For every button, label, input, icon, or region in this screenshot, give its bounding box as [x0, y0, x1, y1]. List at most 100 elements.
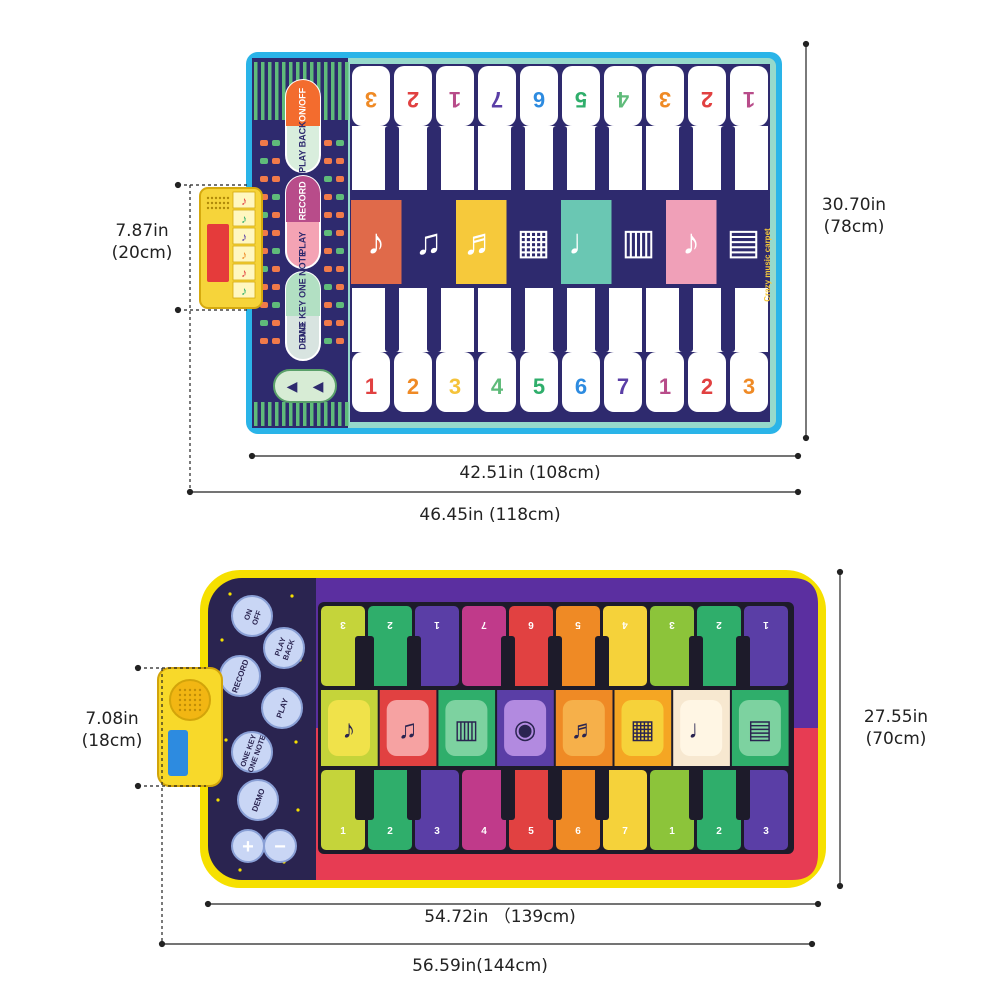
mat1-top-key-label: 4: [616, 87, 629, 112]
grille-hole: [178, 693, 182, 697]
star: [296, 808, 300, 812]
mat1-top-key: [688, 66, 726, 126]
mat1-bottom-key: [352, 352, 390, 412]
mat2-top-key-label: 5: [575, 619, 581, 630]
light-dot: [272, 320, 280, 326]
mat2-button-label: ON: [242, 608, 254, 622]
mat1-key-stem: [604, 288, 642, 352]
star: [220, 638, 224, 642]
light-dot: [324, 140, 332, 146]
mat2-bottom-key: [744, 770, 788, 850]
stripe: [338, 62, 342, 120]
mat2-black-key: [595, 636, 609, 692]
mat2-bottom-key: [556, 770, 600, 850]
mat1-height-label: 30.70in (78cm): [821, 195, 887, 237]
mat2-bottom-key-label: 2: [716, 826, 722, 837]
light-dot: [272, 158, 280, 164]
grille-hole: [214, 196, 218, 200]
light-dot: [336, 194, 344, 200]
mat1-key-stem: [688, 288, 726, 352]
stripe: [261, 402, 265, 426]
light-dot: [272, 302, 280, 308]
mat1-bottom-key: [478, 352, 516, 412]
mat2-bottom-key: [462, 770, 506, 850]
grille-hole: [214, 206, 218, 210]
mat1-top-key: [646, 66, 684, 126]
mat1-top-key: [520, 66, 558, 126]
mat2-instrument-bg: [738, 700, 781, 756]
mat1-black-key: [679, 282, 693, 352]
mat1-instrument-tile: [561, 200, 612, 284]
stripe: [268, 402, 272, 426]
grille-hole: [218, 196, 222, 200]
light-dot: [324, 320, 332, 326]
mat2-bottom-key: [509, 770, 553, 850]
mat2-instrument-bg: [680, 700, 723, 756]
mat1-key-stem: [352, 288, 390, 352]
grille-hole: [193, 703, 197, 707]
grille-hole: [198, 703, 202, 707]
mat1-bottom-key-label: 5: [533, 374, 545, 399]
mat1-key-stem: [478, 288, 516, 352]
mat2-dimension-lines: [134, 568, 844, 948]
note-button: [232, 263, 256, 281]
grille-hole: [206, 206, 210, 210]
mat1-key-stem: [520, 288, 558, 352]
mat1-black-key: [595, 126, 609, 196]
light-dot: [336, 230, 344, 236]
mat2-black-key: [355, 764, 369, 820]
light-dot: [336, 248, 344, 254]
stripe: [254, 62, 258, 120]
light-dot: [336, 158, 344, 164]
mat1-black-key: [385, 282, 399, 352]
mat1-bottom-key: [520, 352, 558, 412]
mat2-top-key-label: 1: [434, 619, 440, 630]
music-note-icon: ♪: [241, 266, 247, 280]
note-button: [232, 245, 256, 263]
volume-up-icon: ◀: [313, 378, 324, 394]
mat1-key-stem: [520, 126, 558, 190]
mat1-button-label: RECORD: [297, 181, 307, 221]
grille-hole: [226, 206, 230, 210]
mat2-round-button: [231, 595, 273, 637]
stripe: [275, 62, 279, 120]
mat2-bottom-key-label: 4: [481, 826, 487, 837]
grille-hole: [193, 708, 197, 712]
accordion-icon: ▥: [621, 221, 655, 262]
mat2-top-key: [650, 606, 694, 686]
mat1-black-key: [721, 126, 735, 196]
grille-hole: [222, 201, 226, 205]
stripe: [345, 62, 349, 120]
light-dot: [260, 176, 268, 182]
stripe: [268, 62, 272, 120]
mat1-dimension-lines: [174, 40, 810, 496]
flute-icon: ♪: [343, 714, 356, 744]
mat2-top-key: [603, 606, 647, 686]
mat1-instrument-tile: [403, 200, 454, 284]
minus-icon: −: [274, 836, 286, 858]
grille-hole: [183, 703, 187, 707]
module-sticker: [168, 730, 188, 776]
stripe: [254, 402, 258, 426]
volume-down-button[interactable]: [263, 829, 297, 863]
mat1-top-key-label: 1: [743, 87, 755, 112]
mat1-bottom-key: [646, 352, 684, 412]
music-note-icon: ♪: [241, 194, 247, 208]
note-button: [232, 191, 256, 209]
mat1-bottom-key: [436, 352, 474, 412]
plus-icon: +: [242, 836, 254, 858]
piano-icon: ▤: [748, 714, 773, 744]
light-dot: [336, 212, 344, 218]
music-note-icons: ♪♪♪♪♪♪: [232, 191, 256, 299]
piano-icon: ▤: [726, 221, 760, 262]
stripe: [331, 402, 335, 426]
mat2-black-key: [548, 764, 562, 820]
mat2-black-key: [689, 636, 703, 692]
mat1-key-stem: [352, 126, 390, 190]
light-dot: [272, 284, 280, 290]
mat2-instrument-bg: [621, 700, 664, 756]
stripe: [317, 402, 321, 426]
